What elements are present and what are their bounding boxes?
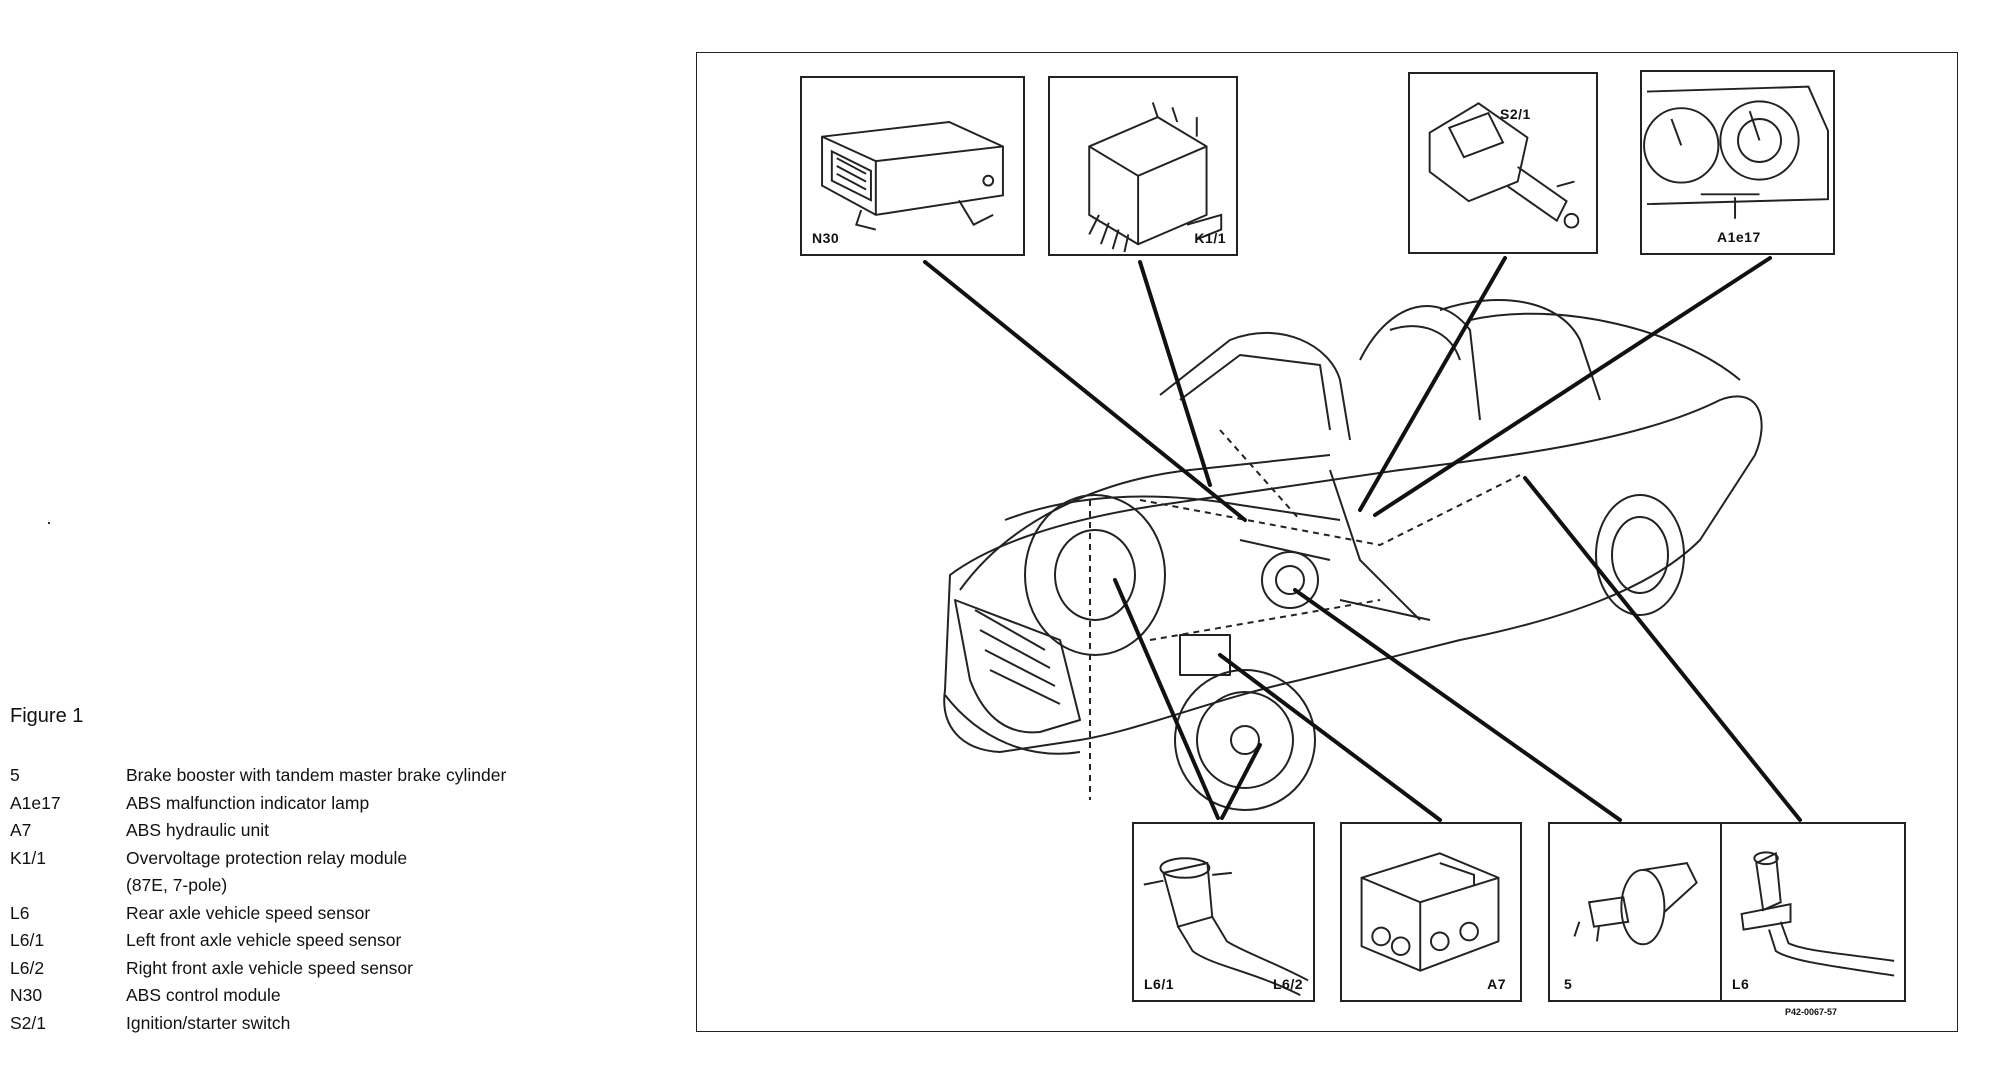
legend-item: S2/1 Ignition/starter switch bbox=[10, 1010, 650, 1038]
legend-code: S2/1 bbox=[10, 1012, 46, 1033]
legend-code: L6/2 bbox=[10, 957, 45, 978]
callout-l61-l62: L6/1 L6/2 bbox=[1132, 822, 1315, 1002]
legend-item: A1e17 ABS malfunction indicator lamp bbox=[10, 790, 650, 818]
callout-a7: A7 bbox=[1340, 822, 1522, 1002]
legend-code: L6 bbox=[10, 902, 30, 923]
callout-a1e17: A1e17 bbox=[1640, 70, 1835, 255]
legend-description: Overvoltage protection relay module bbox=[126, 847, 408, 868]
leader-lines bbox=[923, 256, 1802, 822]
legend-description: ABS malfunction indicator lamp bbox=[126, 792, 370, 813]
stray-dot bbox=[48, 522, 50, 524]
legend-description: Left front axle vehicle speed sensor bbox=[126, 930, 402, 950]
legend-item: K1/1 Overvoltage protection relay module bbox=[10, 845, 650, 873]
legend-code: A1e17 bbox=[10, 792, 61, 813]
callout-n30: N30 bbox=[800, 76, 1025, 256]
label-a1e17: A1e17 bbox=[1717, 229, 1761, 245]
legend-item: (87E, 7-pole) bbox=[10, 872, 650, 900]
car-body bbox=[943, 299, 1763, 811]
legend-code: K1/1 bbox=[10, 847, 46, 868]
label-l62: L6/2 bbox=[1272, 976, 1303, 992]
figure-title: Figure 1 bbox=[10, 705, 84, 727]
legend-code: 5 bbox=[10, 765, 20, 785]
legend-description: ABS control module bbox=[126, 985, 281, 1005]
label-n30: N30 bbox=[812, 230, 840, 246]
legend-item: L6/1 Left front axle vehicle speed sensor bbox=[10, 927, 650, 955]
legend-description: (87E, 7-pole) bbox=[126, 875, 228, 895]
legend-item: L6/2 Right front axle vehicle speed senso… bbox=[10, 955, 650, 983]
drawing-part-code: P42-0067-57 bbox=[1785, 1007, 1838, 1017]
abs-control-module-icon bbox=[821, 120, 1004, 231]
figure-legend: Figure 1 5 Brake booster with tandem mast… bbox=[10, 705, 650, 1037]
legend-description: ABS hydraulic unit bbox=[126, 820, 269, 840]
diagram-frame bbox=[696, 52, 1958, 1032]
callout-s21: S2/1 bbox=[1408, 72, 1598, 254]
label-5: 5 bbox=[1564, 976, 1573, 992]
legend-description: Brake booster with tandem master brake c… bbox=[126, 765, 507, 785]
hydraulic-unit-icon bbox=[1360, 852, 1500, 972]
label-s21: S2/1 bbox=[1500, 106, 1531, 122]
rear-speed-sensor-icon bbox=[1740, 851, 1895, 977]
label-k11: K1/1 bbox=[1194, 230, 1226, 246]
front-speed-sensor-icon bbox=[1143, 857, 1309, 996]
legend-item: N30 ABS control module bbox=[10, 982, 650, 1010]
legend-code: N30 bbox=[10, 985, 43, 1005]
legend-item: A7 ABS hydraulic unit bbox=[10, 817, 650, 845]
relay-module-icon bbox=[1088, 102, 1223, 253]
legend-code: A7 bbox=[10, 820, 32, 840]
callout-5: 5 bbox=[1548, 822, 1728, 1002]
legend-description: Right front axle vehicle speed sensor bbox=[126, 957, 413, 978]
legend-description: Ignition/starter switch bbox=[126, 1012, 291, 1033]
legend-item: 5 Brake booster with tandem master brake … bbox=[10, 762, 650, 790]
legend-code: L6/1 bbox=[10, 930, 45, 950]
callout-l6: L6 bbox=[1720, 822, 1906, 1002]
label-l6: L6 bbox=[1732, 976, 1750, 992]
label-a7: A7 bbox=[1487, 976, 1506, 992]
ignition-switch-icon bbox=[1428, 102, 1580, 229]
legend-item: L6 Rear axle vehicle speed sensor bbox=[10, 900, 650, 928]
legend-list: 5 Brake booster with tandem master brake … bbox=[10, 762, 650, 1037]
legend-description: Rear axle vehicle speed sensor bbox=[126, 902, 371, 923]
brake-booster-icon bbox=[1573, 862, 1698, 946]
instrument-cluster-icon bbox=[1643, 85, 1829, 219]
callout-k11: K1/1 bbox=[1048, 76, 1238, 256]
label-l61: L6/1 bbox=[1144, 976, 1175, 992]
